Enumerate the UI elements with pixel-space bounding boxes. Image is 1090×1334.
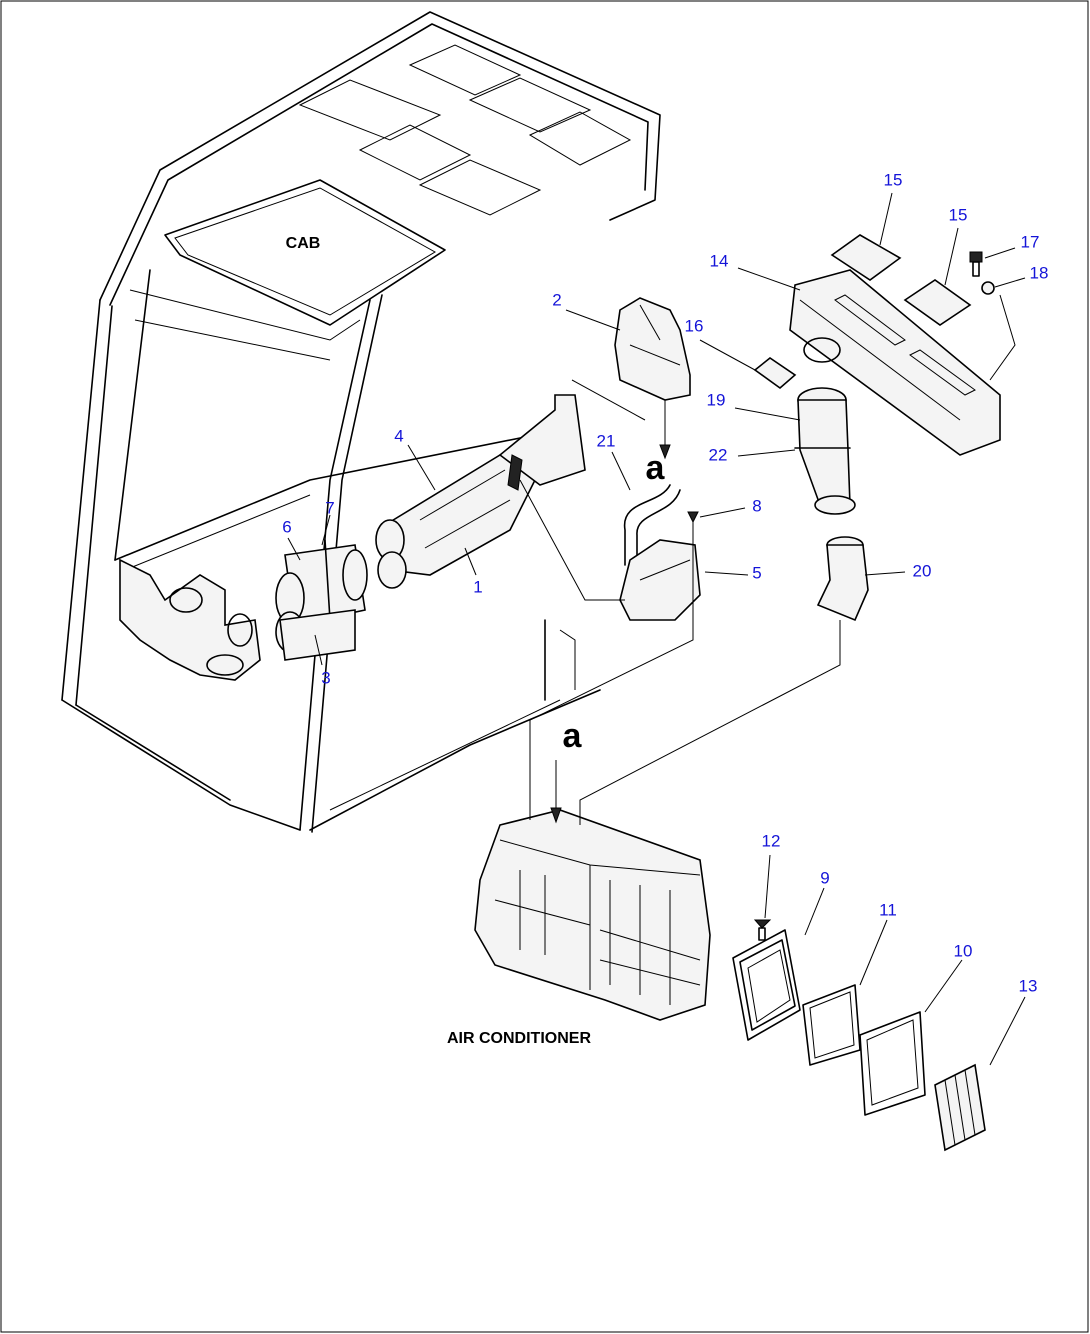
air-conditioner-illustration bbox=[474, 809, 711, 1021]
part-19-pipe bbox=[794, 387, 856, 515]
part-11-gasket bbox=[802, 984, 861, 1066]
part-15a-pad bbox=[830, 234, 902, 281]
part-5-outlet bbox=[619, 511, 701, 621]
callout-19: 19 bbox=[707, 390, 726, 409]
ref-a-lower: a bbox=[563, 717, 583, 755]
part-14-manifold bbox=[789, 269, 1001, 456]
part-9-frame bbox=[732, 929, 801, 1041]
air-conditioner-label: AIR CONDITIONER bbox=[447, 1030, 591, 1047]
callout-5: 5 bbox=[752, 563, 761, 582]
cab-label: CAB bbox=[286, 235, 321, 252]
part-16-pad bbox=[753, 357, 797, 390]
callout-12: 12 bbox=[762, 831, 781, 850]
callout-9: 9 bbox=[820, 868, 829, 887]
part-2-duct bbox=[614, 297, 691, 401]
reference-lines bbox=[519, 379, 841, 825]
callout-17: 17 bbox=[1021, 232, 1040, 251]
callout-4: 4 bbox=[394, 426, 403, 445]
callout-21: 21 bbox=[597, 431, 616, 450]
callout-8: 8 bbox=[752, 496, 761, 515]
part-13-filter bbox=[934, 1063, 986, 1152]
callout-14: 14 bbox=[710, 251, 729, 270]
part-21-hose bbox=[623, 484, 681, 566]
cab-illustration bbox=[61, 11, 661, 833]
part-10-gasket bbox=[859, 1011, 926, 1116]
callout-15a: 15 bbox=[884, 170, 903, 189]
leader-lines bbox=[287, 192, 1026, 1066]
callout-numbers: 1 2 3 4 5 6 7 8 9 10 11 12 13 14 15 15 1… bbox=[282, 170, 1048, 995]
vent-assembly-left bbox=[119, 558, 261, 681]
part-20-elbow bbox=[816, 536, 869, 622]
callout-18: 18 bbox=[1030, 263, 1049, 282]
callout-6: 6 bbox=[282, 517, 291, 536]
callout-11: 11 bbox=[879, 900, 897, 919]
part-12-screw bbox=[753, 919, 772, 941]
callout-7: 7 bbox=[325, 498, 334, 517]
ref-a-upper: a bbox=[646, 449, 666, 487]
callout-16: 16 bbox=[685, 316, 704, 335]
callout-20: 20 bbox=[913, 561, 932, 580]
part-17-bolt bbox=[969, 251, 983, 277]
part-4-duct bbox=[375, 394, 586, 589]
part-6-duct bbox=[275, 539, 368, 661]
callout-15b: 15 bbox=[949, 205, 968, 224]
part-18-nut bbox=[981, 281, 995, 295]
callout-22: 22 bbox=[709, 445, 728, 464]
part-15b-pad bbox=[903, 279, 972, 326]
callout-3: 3 bbox=[321, 668, 330, 687]
callout-10: 10 bbox=[954, 941, 973, 960]
callout-13: 13 bbox=[1019, 976, 1038, 995]
callout-1: 1 bbox=[473, 577, 482, 596]
callout-2: 2 bbox=[552, 290, 561, 309]
